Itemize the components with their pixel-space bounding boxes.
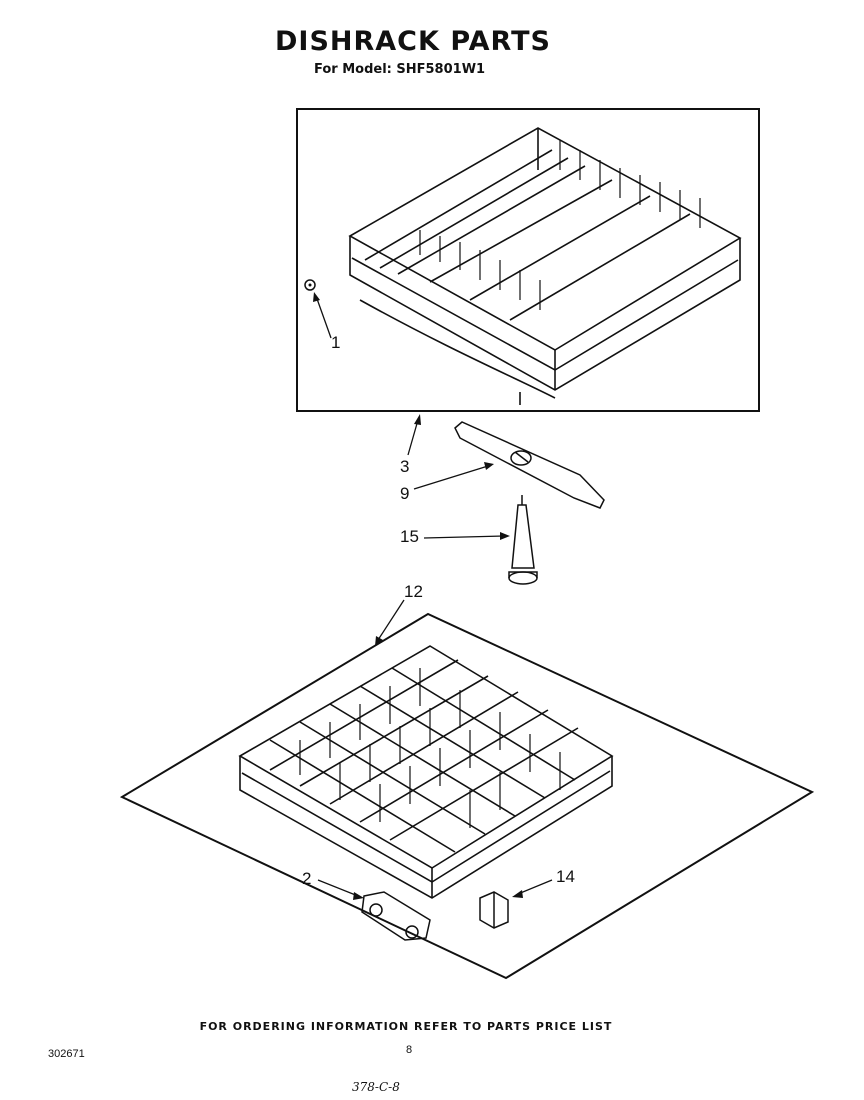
callout-3: 3 [400,457,410,476]
document-number: 302671 [48,1048,85,1060]
rack-clip [479,891,509,929]
callout-1: 1 [331,333,341,352]
page-number: 8 [406,1044,413,1056]
arrow-3 [414,414,421,425]
ordering-note: FOR ORDERING INFORMATION REFER TO PARTS … [199,1020,613,1033]
leader-line-12 [377,599,405,641]
arrow-2 [353,892,364,900]
spray-arm [454,421,605,509]
stud-part [304,279,316,291]
upper-rack-tines [419,140,701,310]
leader-line-2 [317,879,359,897]
arrow-9 [484,462,494,470]
leader-line-14 [517,879,553,895]
spray-tube [508,495,538,585]
arrow-15 [500,532,510,540]
roller-assembly [361,891,431,941]
handwritten-code: 378-C-8 [352,1080,400,1094]
leader-line-15 [423,535,505,539]
leader-line-3 [407,419,419,456]
leader-line-1 [315,295,332,339]
leader-line-9 [413,465,489,490]
upper-dishrack [348,127,742,405]
arrow-12 [375,636,383,646]
callout-14: 14 [556,867,575,886]
upper-rack-frame [296,108,760,412]
callout-15: 15 [400,527,419,546]
callout-2: 2 [302,869,312,888]
arrow-1 [313,292,320,302]
lower-dishrack [238,645,614,899]
lower-rack-frame [119,612,815,980]
callout-9: 9 [400,484,410,503]
lower-rack-tines [299,668,561,828]
page-title: DISHRACK PARTS [275,26,551,57]
callout-12: 12 [404,582,423,601]
model-subtitle: For Model: SHF5801W1 [314,62,486,77]
arrow-14 [512,890,523,898]
